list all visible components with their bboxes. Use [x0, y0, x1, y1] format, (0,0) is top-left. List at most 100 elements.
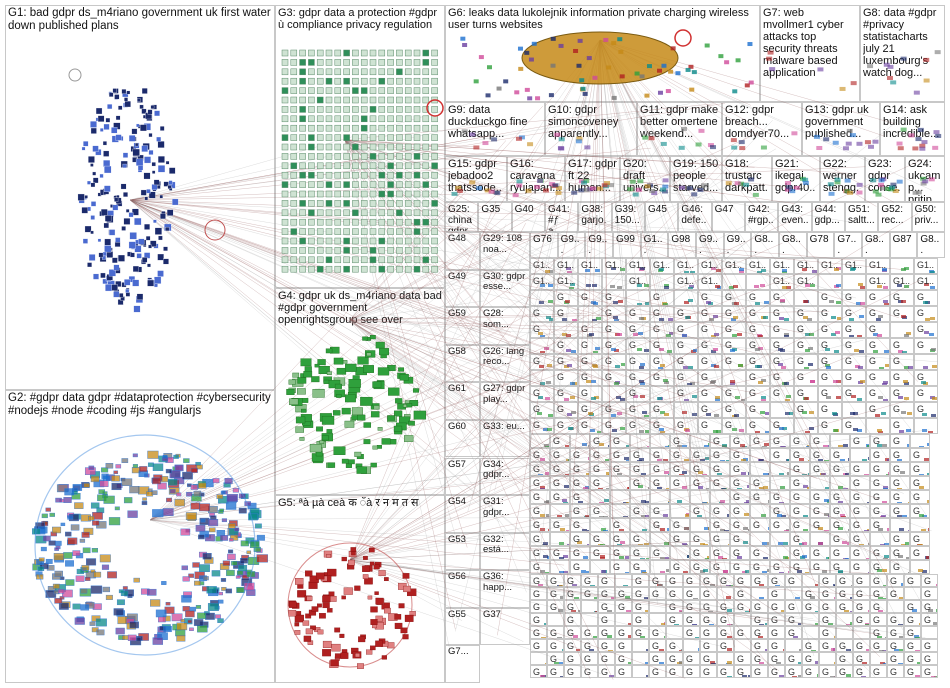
tiny-group[interactable]: [550, 532, 570, 546]
tiny-group[interactable]: G: [870, 639, 887, 652]
tiny-group[interactable]: [650, 490, 670, 504]
tiny-group[interactable]: G: [722, 386, 746, 402]
tiny-group[interactable]: G: [564, 613, 581, 626]
tiny-group[interactable]: G: [700, 574, 717, 587]
tiny-group[interactable]: G: [530, 574, 547, 587]
tiny-group[interactable]: G: [770, 448, 790, 462]
tiny-group[interactable]: [530, 434, 550, 448]
left-col-group[interactable]: G36: happ...: [480, 570, 530, 608]
tiny-group[interactable]: [750, 448, 770, 462]
group-g5[interactable]: G5: ªà µà ceà क ँà र न म त स: [275, 495, 445, 683]
tiny-group[interactable]: [746, 274, 770, 290]
tiny-group[interactable]: G: [785, 574, 802, 587]
tiny-group[interactable]: G: [630, 476, 650, 490]
tiny-group[interactable]: [750, 462, 770, 476]
tiny-group[interactable]: G: [578, 370, 602, 386]
tiny-group[interactable]: G: [842, 386, 866, 402]
tiny-group[interactable]: G: [887, 665, 904, 678]
tiny-group[interactable]: [530, 290, 554, 306]
tiny-group[interactable]: G: [700, 626, 717, 639]
tiny-group[interactable]: G: [530, 532, 550, 546]
group-g4[interactable]: G4: gdpr uk ds_m4riano data bad #gdpr go…: [275, 288, 445, 495]
tiny-group[interactable]: [547, 613, 564, 626]
tiny-group[interactable]: [836, 626, 853, 639]
row-a-group[interactable]: G40: [511, 202, 545, 232]
tiny-group[interactable]: G: [842, 306, 866, 322]
tiny-group[interactable]: G: [610, 434, 630, 448]
tiny-group[interactable]: G: [870, 560, 890, 574]
tiny-group[interactable]: G: [666, 665, 683, 678]
tiny-group[interactable]: G: [819, 639, 836, 652]
left-col-group[interactable]: G55: [445, 607, 480, 646]
tiny-group[interactable]: [770, 462, 790, 476]
tiny-group[interactable]: G: [785, 652, 802, 665]
tiny-group[interactable]: G: [751, 639, 768, 652]
tiny-group[interactable]: G: [914, 290, 938, 306]
tiny-group[interactable]: G: [578, 418, 602, 434]
tiny-group[interactable]: G: [890, 560, 910, 574]
tiny-group[interactable]: G: [570, 504, 590, 518]
tiny-group[interactable]: G: [770, 434, 790, 448]
tiny-group[interactable]: G: [850, 434, 870, 448]
left-col-group[interactable]: G26: lang reco...: [480, 344, 530, 383]
tiny-group[interactable]: G1...: [698, 274, 722, 290]
row-a-group[interactable]: G42: #rgp...: [745, 202, 779, 232]
tiny-group[interactable]: G: [914, 370, 938, 386]
tiny-group[interactable]: G: [698, 386, 722, 402]
tiny-group[interactable]: G: [615, 639, 632, 652]
tiny-group[interactable]: G: [730, 448, 750, 462]
tiny-group[interactable]: G1...: [770, 274, 794, 290]
tiny-group[interactable]: G: [810, 448, 830, 462]
tiny-group[interactable]: G: [921, 613, 938, 626]
tiny-group[interactable]: G: [615, 652, 632, 665]
tiny-group[interactable]: [910, 560, 930, 574]
tiny-group[interactable]: G: [570, 518, 590, 532]
tiny-group[interactable]: G: [578, 386, 602, 402]
tiny-group[interactable]: G: [850, 504, 870, 518]
left-col-group[interactable]: G33: eu...: [480, 419, 530, 458]
tiny-group[interactable]: G: [602, 338, 626, 354]
tiny-group[interactable]: G: [887, 626, 904, 639]
tiny-group[interactable]: G: [690, 560, 710, 574]
tiny-group[interactable]: G: [750, 490, 770, 504]
tiny-group[interactable]: G: [626, 370, 650, 386]
tiny-group[interactable]: [670, 546, 690, 560]
tiny-group[interactable]: G: [530, 322, 554, 338]
tiny-group[interactable]: G: [650, 462, 670, 476]
tiny-group[interactable]: G: [734, 665, 751, 678]
tiny-group[interactable]: G: [698, 354, 722, 370]
tiny-group[interactable]: G: [810, 546, 830, 560]
tiny-group[interactable]: G: [790, 490, 810, 504]
tiny-group[interactable]: G: [794, 354, 818, 370]
tiny-group[interactable]: [550, 504, 570, 518]
tiny-group[interactable]: G: [830, 462, 850, 476]
tiny-group[interactable]: G: [790, 462, 810, 476]
tiny-group[interactable]: G: [650, 448, 670, 462]
left-col-group[interactable]: G61: [445, 382, 480, 420]
tiny-group[interactable]: G: [746, 322, 770, 338]
tiny-group[interactable]: G: [626, 306, 650, 322]
tiny-group[interactable]: G: [602, 322, 626, 338]
row-b-group[interactable]: G8...: [751, 232, 779, 258]
left-col-group[interactable]: G56: [445, 570, 480, 608]
left-col-group[interactable]: G31: gdpr...: [480, 495, 530, 533]
tiny-group[interactable]: G: [530, 402, 554, 418]
tiny-group[interactable]: [650, 274, 674, 290]
tiny-group[interactable]: [649, 600, 666, 613]
tiny-group[interactable]: [650, 386, 674, 402]
tiny-group[interactable]: G: [770, 518, 790, 532]
tiny-group[interactable]: G: [870, 574, 887, 587]
tiny-group[interactable]: [717, 652, 734, 665]
tiny-group[interactable]: G: [866, 402, 890, 418]
tiny-group[interactable]: [554, 322, 578, 338]
tiny-group[interactable]: G: [570, 532, 590, 546]
tiny-group[interactable]: G: [842, 418, 866, 434]
tiny-group[interactable]: G: [570, 546, 590, 560]
tiny-group[interactable]: G: [690, 546, 710, 560]
tiny-group[interactable]: G: [666, 600, 683, 613]
row-a-group[interactable]: G44: gdp...: [811, 202, 845, 232]
tiny-group[interactable]: G: [650, 418, 674, 434]
tiny-group[interactable]: G: [890, 448, 910, 462]
tiny-group[interactable]: G: [770, 386, 794, 402]
tiny-group[interactable]: G: [910, 546, 930, 560]
